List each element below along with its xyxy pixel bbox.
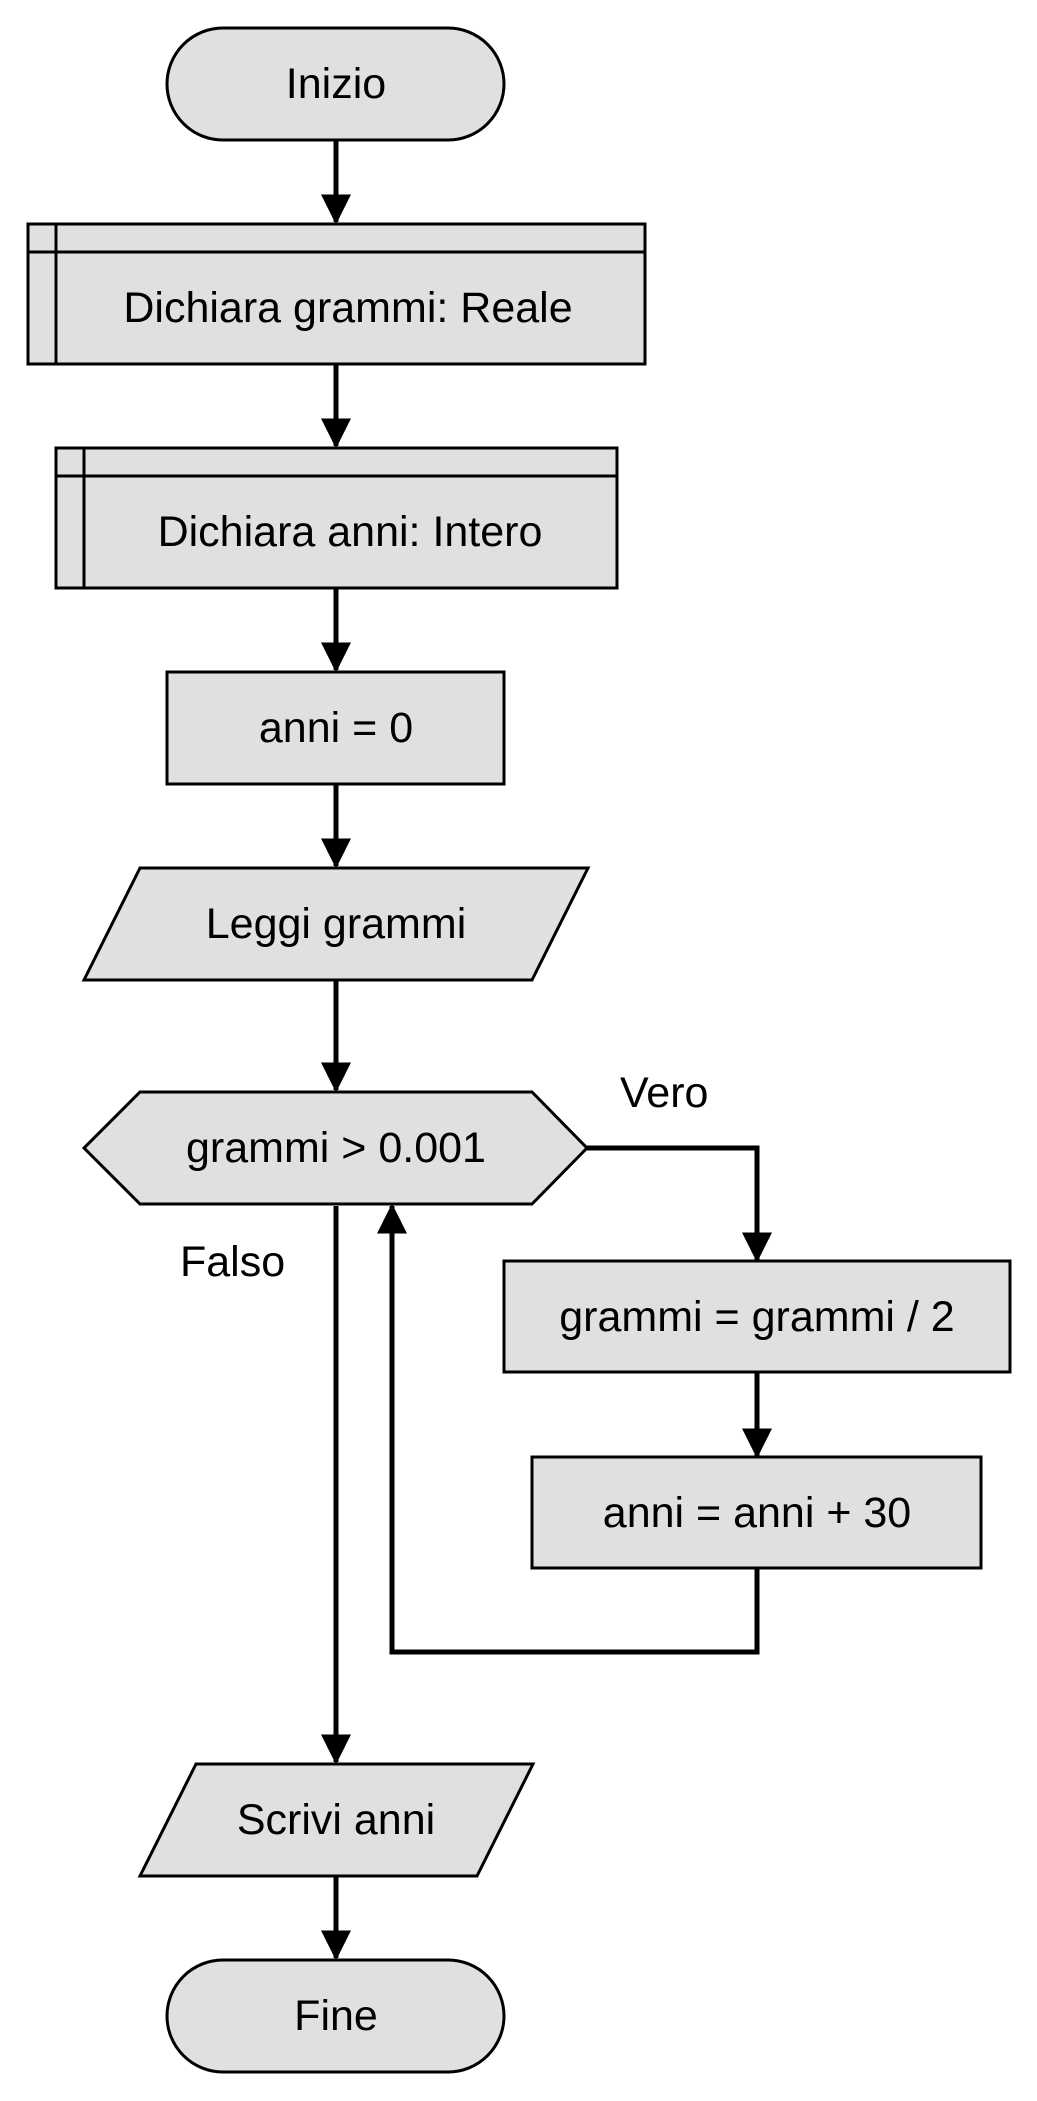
declare-grams-label: Dichiara grammi: Reale	[123, 284, 572, 332]
end-terminal: Fine	[165, 1958, 506, 2074]
condition-node: grammi > 0.001	[81, 1090, 590, 1206]
declare-years-label: Dichiara anni: Intero	[158, 508, 543, 556]
declare-years-node: Dichiara anni: Intero	[54, 446, 619, 590]
connectors	[321, 140, 772, 1961]
true-branch-label: Vero	[620, 1069, 708, 1117]
halve-grams-node: grammi = grammi / 2	[502, 1259, 1012, 1374]
false-branch-label: Falso	[180, 1238, 285, 1286]
arrow-loop-back-to-condition	[377, 1203, 760, 1655]
init-years-label: anni = 0	[259, 704, 413, 752]
add-years-label: anni = anni + 30	[603, 1489, 911, 1537]
start-terminal: Inizio	[165, 26, 506, 142]
read-grams-node: Leggi grammi	[81, 866, 591, 982]
init-years-node: anni = 0	[165, 670, 506, 786]
write-years-label: Scrivi anni	[237, 1796, 435, 1844]
add-years-node: anni = anni + 30	[530, 1455, 983, 1570]
arrow-condition-true-branch	[587, 1145, 772, 1263]
write-years-node: Scrivi anni	[137, 1762, 536, 1878]
declare-grams-node: Dichiara grammi: Reale	[26, 222, 647, 366]
halve-grams-label: grammi = grammi / 2	[559, 1293, 954, 1341]
start-label: Inizio	[286, 60, 386, 108]
read-grams-label: Leggi grammi	[206, 900, 467, 948]
end-label: Fine	[294, 1992, 378, 2040]
condition-label: grammi > 0.001	[186, 1124, 486, 1172]
